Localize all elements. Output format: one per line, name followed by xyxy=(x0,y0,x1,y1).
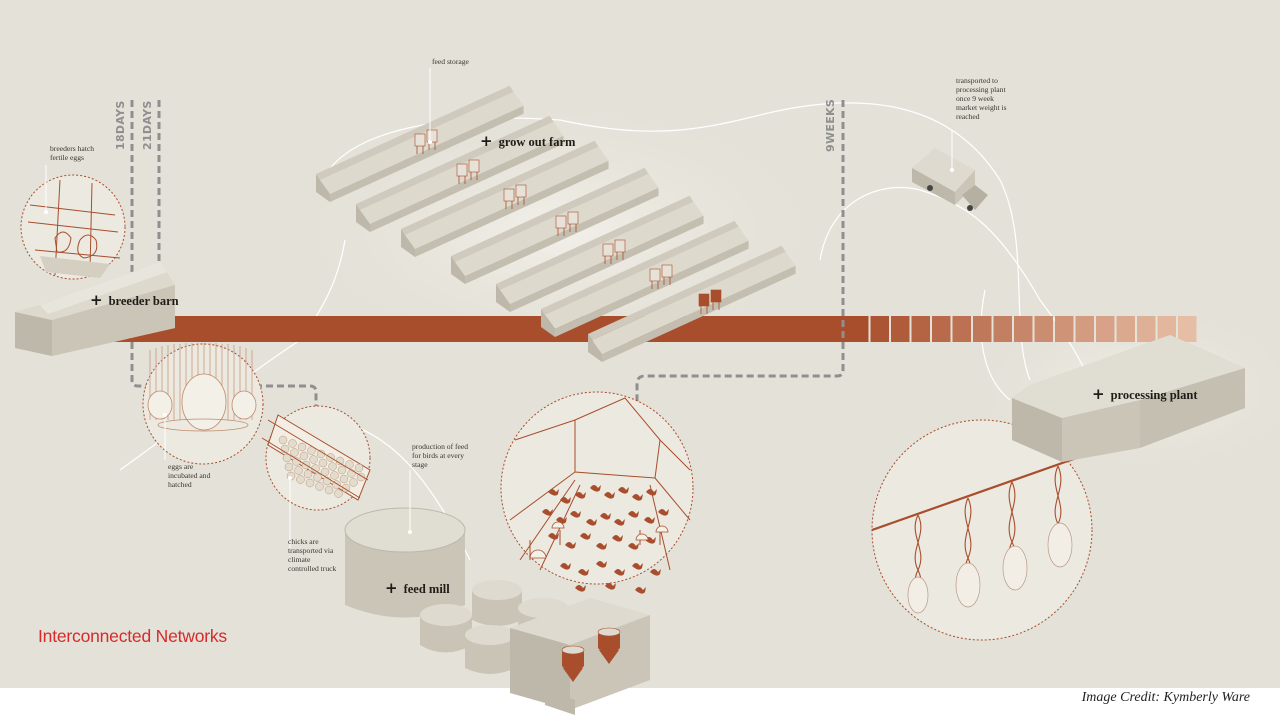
timeline-18-days: 18DAYS xyxy=(114,100,127,150)
annotation-dots xyxy=(44,140,954,534)
processing-plant-label: + processing plant xyxy=(1092,385,1198,403)
breeder-barn-label: + breeder barn xyxy=(90,291,179,309)
footer-band xyxy=(0,688,1280,720)
timeline-bar xyxy=(90,316,850,342)
timeline-segment xyxy=(891,316,910,342)
timeline-9-weeks: 9WEEKS xyxy=(824,98,837,152)
plus-icon: + xyxy=(480,132,493,150)
breeder-barn-text: breeder barn xyxy=(108,294,179,308)
plus-icon: + xyxy=(90,291,103,309)
feed-mill-text: feed mill xyxy=(403,582,450,596)
grow-out-barns xyxy=(316,85,796,362)
processing-plant-building xyxy=(1012,335,1245,462)
timeline-segment xyxy=(1075,316,1094,342)
annotation-leaders xyxy=(45,68,953,548)
image-credit: Image Credit: Kymberly Ware xyxy=(1081,690,1250,705)
grow-out-barn xyxy=(401,140,609,257)
breeders-hatch-vignette xyxy=(20,174,126,280)
breeder-barn-building xyxy=(15,262,175,356)
timeline-segments xyxy=(850,316,1197,342)
incubation-vignette xyxy=(142,343,264,465)
processing-plant-text: processing plant xyxy=(1110,388,1198,402)
timeline-segment xyxy=(1137,316,1156,342)
feed-mill-label: + feed mill xyxy=(385,579,450,597)
annotation-transported-processing: transported to processing plant once 9 w… xyxy=(956,76,1007,121)
timeline-segment xyxy=(952,316,971,342)
annotation-breeders-hatch: breeders hatch fertile eggs xyxy=(50,144,95,162)
transport-truck xyxy=(912,148,988,211)
annotation-feed-storage: feed storage xyxy=(432,57,469,66)
plus-icon: + xyxy=(385,579,398,597)
timeline-segment xyxy=(1157,316,1176,342)
timeline-segment xyxy=(932,316,951,342)
timeline-segment xyxy=(973,316,992,342)
grow-out-barn xyxy=(496,195,704,312)
timeline-segment xyxy=(1178,316,1197,342)
grow-out-barn xyxy=(316,85,524,202)
grow-out-barn xyxy=(451,167,659,284)
timeline-segment xyxy=(1055,316,1074,342)
grow-out-barn xyxy=(588,245,796,362)
timeline-segment xyxy=(993,316,1012,342)
processing-vignette xyxy=(871,419,1093,641)
timeline-segment xyxy=(1034,316,1053,342)
annotation-eggs-incubated: eggs are incubated and hatched xyxy=(168,462,211,489)
grow-out-farm-text: grow out farm xyxy=(498,135,576,149)
timeline-21-days: 21DAYS xyxy=(141,100,154,150)
plus-icon: + xyxy=(1092,385,1105,403)
grow-out-barn xyxy=(356,115,564,232)
chick-transport-vignette xyxy=(261,405,371,511)
page-title: Interconnected Networks xyxy=(38,626,227,646)
timeline-segment xyxy=(850,316,869,342)
timeline-segment xyxy=(1116,316,1135,342)
grow-out-farm-label: + grow out farm xyxy=(480,132,575,150)
timeline-segment xyxy=(911,316,930,342)
annotation-chicks-transported: chicks are transported via climate contr… xyxy=(288,537,337,573)
feed-mill-building xyxy=(344,507,650,715)
annotation-feed-production: production of feed for birds at every st… xyxy=(412,442,469,469)
grow-out-barn xyxy=(541,220,749,337)
barn-interior-vignette xyxy=(500,391,694,594)
timeline-segment xyxy=(1096,316,1115,342)
timeline-segment xyxy=(870,316,889,342)
timeline-segment xyxy=(1014,316,1033,342)
